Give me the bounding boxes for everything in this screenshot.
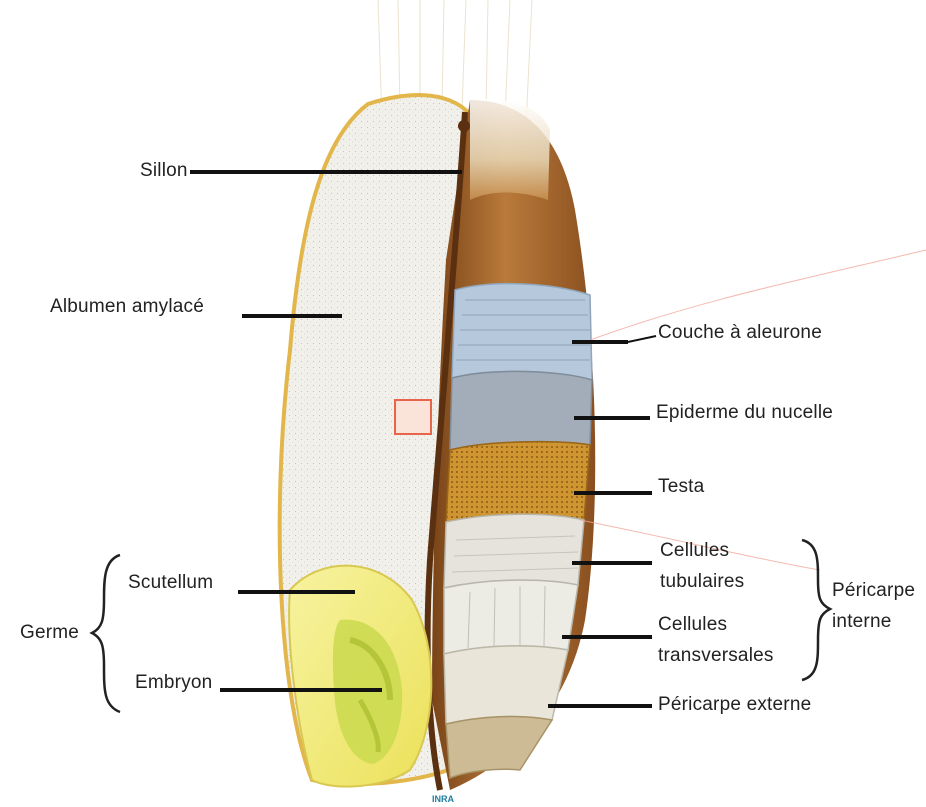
nucellus-band [450,371,592,450]
label-cellules-transversales-line2: transversales [658,645,774,668]
transverse-cells-band [444,580,578,654]
credit-logo: INRA [432,794,454,804]
brush-tuft [470,99,550,200]
label-cellules-tubulaires-line1: Cellules [660,540,744,563]
label-scutellum: Scutellum [128,572,213,595]
label-aleurone: Couche à aleurone [658,322,822,345]
aleurone-band [452,284,592,380]
label-epiderme: Epiderme du nucelle [656,402,833,425]
label-cellules-tubulaires: Cellules tubulaires [660,540,744,594]
label-pericarpe-interne: Péricarpe interne [832,580,915,634]
pericarpe-interne-brace [802,540,830,680]
germe-brace [92,555,120,712]
label-testa: Testa [658,476,704,499]
label-cellules-tubulaires-line2: tubulaires [660,571,744,594]
label-germe: Germe [20,622,79,645]
label-sillon: Sillon [140,160,188,183]
label-pericarpe-interne-line1: Péricarpe [832,580,915,603]
tubular-cells-band [444,514,584,588]
label-cellules-transversales: Cellules transversales [658,614,774,668]
label-cellules-transversales-line1: Cellules [658,614,774,637]
label-pericarpe-interne-line2: interne [832,611,915,634]
label-embryon: Embryon [135,672,212,695]
testa-band [446,442,590,522]
outer-pericarp-band [444,646,568,724]
label-albumen: Albumen amylacé [50,296,204,319]
inset-marker [395,400,431,434]
label-pericarpe-externe: Péricarpe externe [658,694,811,717]
